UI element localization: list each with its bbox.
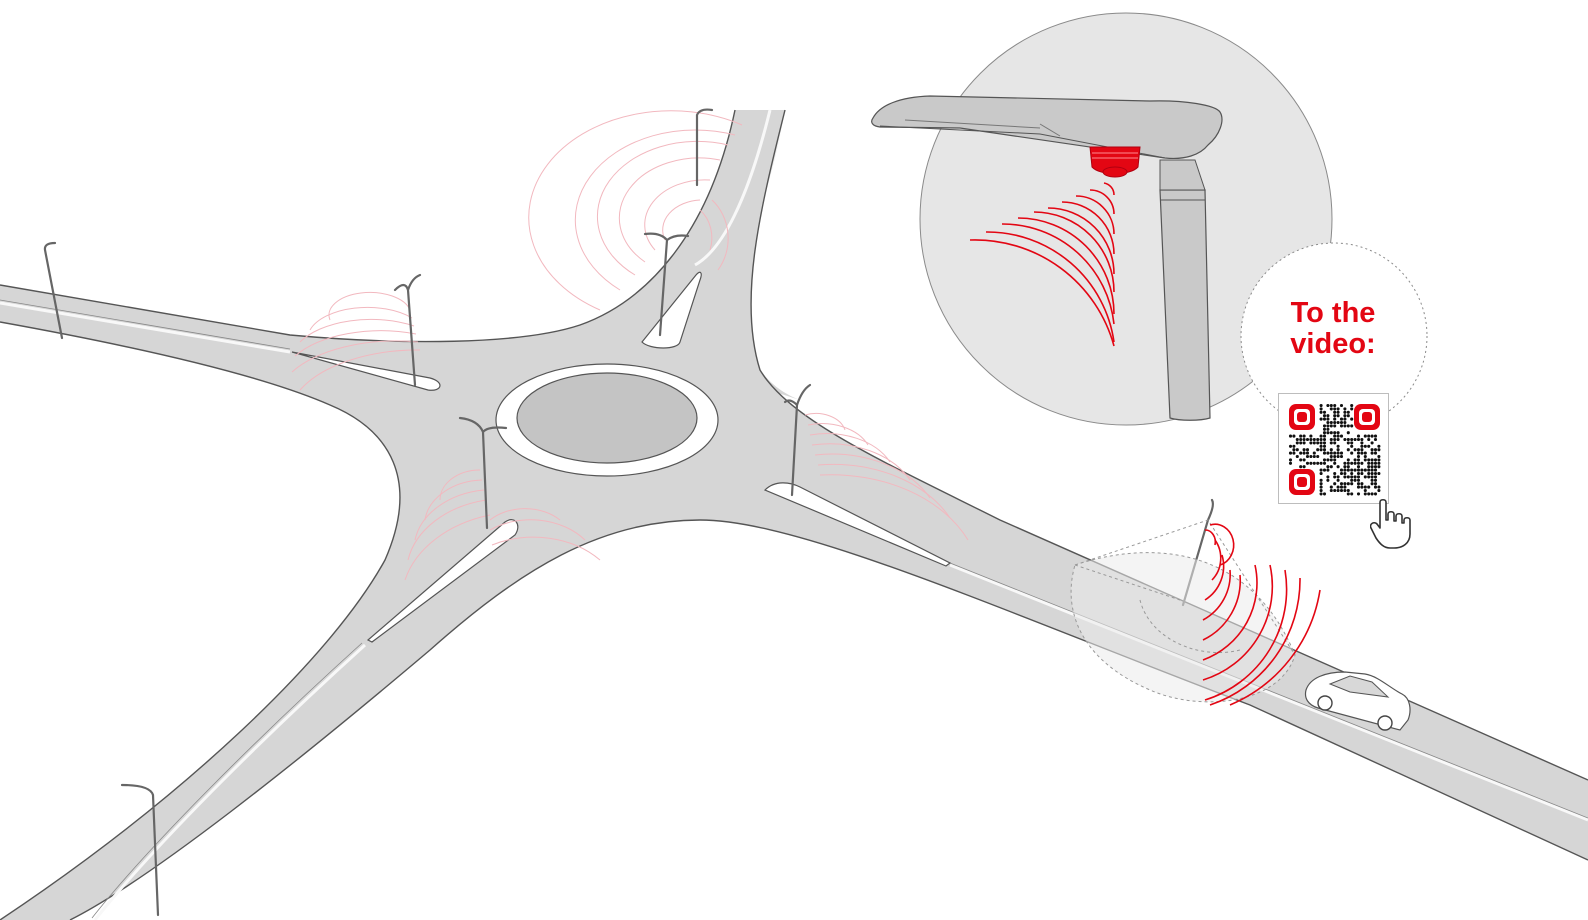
qr-code-icon (1288, 403, 1381, 496)
street-lamp-icon (458, 416, 508, 530)
lane-line-south (93, 643, 367, 920)
street-lamp-icon (695, 108, 714, 187)
street-lamp-icon (783, 383, 812, 497)
qr-finder-top-left (1289, 404, 1315, 430)
detection-zone (1070, 519, 1296, 703)
car-icon (1304, 671, 1411, 731)
island-east (763, 482, 952, 567)
lamp-pole (1159, 189, 1211, 421)
island-south (366, 519, 519, 643)
lane-line-east-edge (949, 562, 1588, 819)
hand-pointer-icon[interactable] (1370, 498, 1414, 550)
lamp-head (871, 95, 1223, 160)
road-network (0, 109, 1588, 920)
roundabout-island (495, 363, 719, 477)
qr-data-modules (1288, 403, 1381, 496)
street-lamp-icon (120, 783, 160, 917)
street-lamp-icon (43, 241, 64, 340)
lane-line-west (0, 301, 291, 354)
lane-line-south-edge (91, 642, 363, 919)
street-lamp-icon (643, 232, 690, 337)
island-west (291, 351, 441, 391)
red-sensor-waves (1202, 523, 1321, 706)
island-north (641, 271, 702, 349)
road-edge-lower-right (69, 519, 1588, 920)
lane-line-north (694, 109, 772, 267)
lane-line-west-edge (0, 299, 291, 350)
detail-sensor-waves (969, 182, 1115, 347)
qr-finder-bottom-left (1289, 469, 1315, 495)
pink-sensor-waves (291, 110, 969, 581)
video-label-line2: video: (1290, 328, 1376, 360)
road-edge-lower-left (0, 321, 401, 920)
street-lamps (43, 108, 1214, 917)
qr-code-card[interactable] (1278, 393, 1389, 504)
lane-line-east (949, 563, 1588, 822)
splitter-islands (291, 271, 952, 643)
qr-finder-top-right (1354, 404, 1380, 430)
video-label-line1: To the (1290, 297, 1376, 329)
road-body (0, 110, 1588, 920)
road-edge-upper-right (750, 109, 1588, 781)
lamp-detail-circle (871, 12, 1333, 426)
street-lamp-icon (393, 273, 422, 387)
video-callout-label[interactable]: To the video: (1258, 298, 1408, 360)
